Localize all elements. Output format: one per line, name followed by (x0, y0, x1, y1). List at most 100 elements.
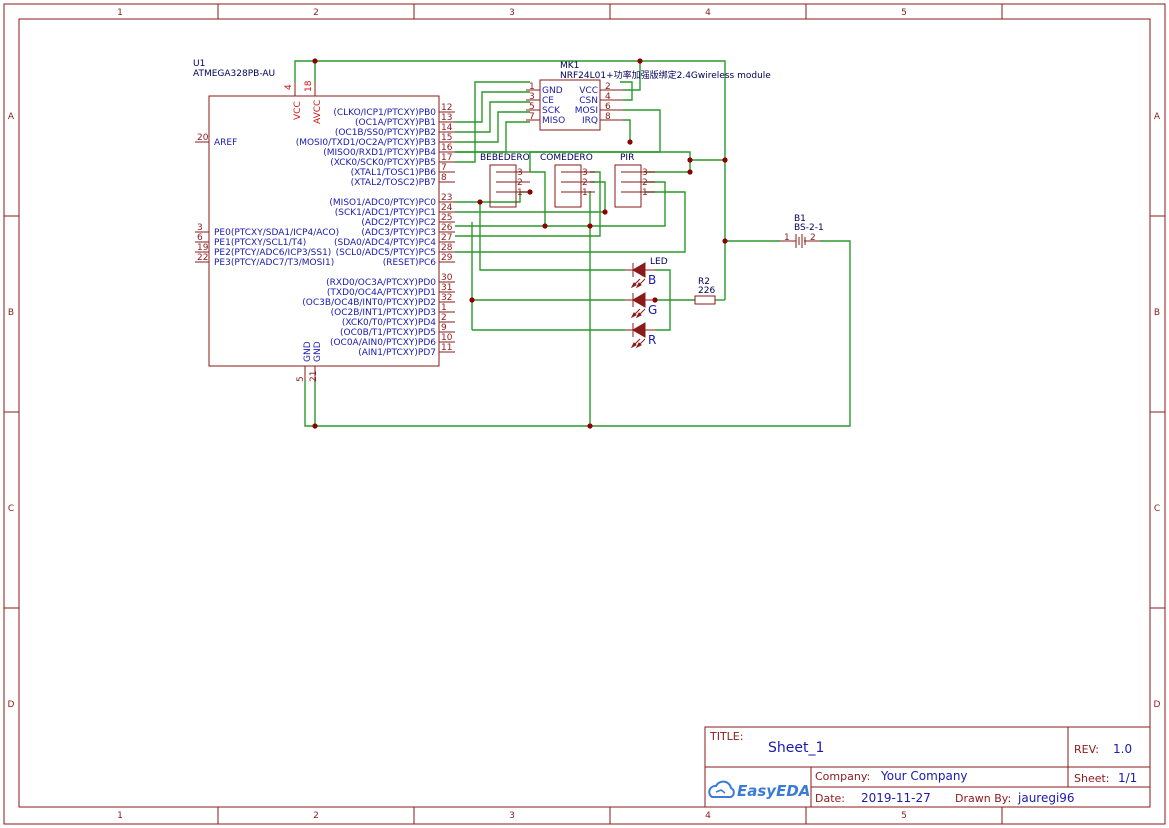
pin-name: (SCK1/ADC1/PTCY)PC1 (335, 208, 436, 218)
resistor-r2[interactable]: R2 226 (694, 277, 716, 305)
pin-number: 2 (582, 178, 588, 188)
pin-name: (MISO0/RXD1/PTCXY)PB4 (323, 148, 436, 158)
mcu-ref: U1 (193, 59, 205, 69)
row-label-right: D (1154, 700, 1161, 710)
battery-ref: B1 (794, 214, 806, 224)
radio-ref: MK1 (560, 61, 579, 71)
pin-number: 7 (529, 112, 535, 122)
junctions (312, 58, 728, 429)
pin-number: 25 (441, 213, 452, 223)
pin-number: 15 (441, 133, 452, 143)
col-label-bottom: 5 (901, 811, 907, 821)
pin-number: 7 (441, 163, 447, 173)
easyeda-logo: EasyEDA (737, 782, 810, 800)
pin-name: SCK (542, 106, 561, 116)
pin-name: (XCK0/SCK0/PTCXY)PB5 (330, 158, 436, 168)
pin-number: 23 (441, 193, 452, 203)
pin-number: 2 (810, 233, 816, 243)
connector-body (614, 164, 642, 208)
pin-name: IRQ (582, 116, 598, 126)
pin-number: 8 (441, 173, 447, 183)
pin-number: 10 (441, 333, 453, 343)
outer-frame (3, 3, 1166, 825)
row-label-left: C (8, 504, 14, 514)
col-label-top: 2 (313, 8, 319, 18)
connector-body (489, 164, 517, 208)
pin-number: 2 (605, 82, 611, 92)
svg-text:PE3(PTCY/ADC7/T3/MOSI1): PE3(PTCY/ADC7/T3/MOSI1) (214, 258, 334, 268)
pin-number: 8 (605, 112, 611, 122)
pin-number: 1 (784, 233, 790, 243)
pin-number: 12 (441, 103, 452, 113)
pin-number: 29 (441, 253, 453, 263)
resistor-value: 226 (698, 286, 715, 296)
junction-dot (477, 199, 483, 205)
battery-b1[interactable]: B1 BS-2-1 1 2 (780, 214, 824, 248)
junction-dot (687, 157, 693, 163)
svg-text:AREF: AREF (214, 138, 237, 148)
pin-name: (TXD0/OC4A/PTCXY)PD1 (327, 288, 436, 298)
pin-number: 5 (296, 376, 306, 382)
mcu-u1[interactable]: U1 ATMEGA328PB-AU 4 18 VCC AVCC GND GND … (193, 59, 455, 382)
radio-mk1[interactable]: MK1 NRF24L01+功率加强版绑定2.4Gwireless module … (526, 61, 771, 131)
pin-name: GND (313, 341, 323, 362)
pin-number: 3 (529, 92, 535, 102)
pin-name: (XTAL1/TOSC1)PB6 (351, 168, 437, 178)
pin-number: 17 (441, 153, 452, 163)
pin-name: (RXD0/OC3A/PTCXY)PD0 (326, 278, 436, 288)
pin-number: 16 (441, 143, 453, 153)
pin-number: 14 (441, 123, 453, 133)
title-block: TITLE: Sheet_1 REV: 1.0 Company: Your Co… (704, 726, 1151, 808)
company-label: Company: (815, 770, 870, 783)
pin-name: (CLKO/ICP1/PTCXY)PB0 (333, 108, 436, 118)
rgb-led[interactable]: LED BGR (625, 257, 668, 349)
mcu-body (208, 95, 440, 367)
ruler-ticks (4, 4, 1165, 824)
pin-name: (SDA0/ADC4/PTCY)PC4 (334, 238, 436, 248)
junction-dot (542, 223, 548, 229)
pin-name: (OC3B/OC4B/INT0/PTCXY)PD2 (302, 298, 436, 308)
pin-number: 5 (529, 102, 535, 112)
pin-name: (RESET)PC6 (383, 258, 437, 268)
led-channel-r: R (625, 322, 656, 349)
led-channel-label: R (648, 333, 656, 347)
junction-dot (722, 238, 728, 244)
svg-text:PE2(PTCY/ADC6/ICP3/SS1): PE2(PTCY/ADC6/ICP3/SS1) (214, 248, 331, 258)
pin-name: (XCK0/T0/PTCXY)PD4 (342, 318, 436, 328)
inner-frame (18, 18, 1151, 808)
junction-dot (722, 157, 728, 163)
pin-name: (OC1B/SS0/PTCXY)PB2 (335, 128, 436, 138)
junction-dot (637, 58, 643, 64)
junction-dot (602, 209, 608, 215)
svg-text:6: 6 (197, 233, 203, 243)
pin-number: 1 (441, 303, 447, 313)
wires (294, 60, 851, 427)
battery-part: BS-2-1 (794, 223, 824, 233)
pin-name: VCC (293, 101, 303, 120)
pin-number: 1 (529, 82, 535, 92)
sheet-label: Sheet: (1074, 772, 1110, 785)
pin-name: GND (542, 86, 563, 96)
junction-dot (687, 169, 693, 175)
rev-value: 1.0 (1113, 742, 1132, 756)
row-label-right: A (1154, 112, 1161, 122)
led-channel-g: G (625, 292, 657, 319)
pin-number: 2 (441, 313, 447, 323)
pin-name: CE (542, 96, 554, 106)
pin-number: 27 (441, 233, 452, 243)
drawn-value: jauregi96 (1017, 791, 1075, 805)
pin-number: 30 (441, 273, 453, 283)
pin-number: 1 (642, 188, 648, 198)
pin-name: (XTAL2/TOSC2)PB7 (351, 178, 436, 188)
junction-dot (312, 58, 318, 64)
radio-part: NRF24L01+功率加强版绑定2.4Gwireless module (560, 69, 771, 81)
title-label: TITLE: (709, 730, 743, 743)
row-label-right: B (1154, 308, 1160, 318)
pin-name: (OC0A/AIN0/PTCXY)PD6 (330, 338, 436, 348)
company-value: Your Company (880, 769, 968, 783)
